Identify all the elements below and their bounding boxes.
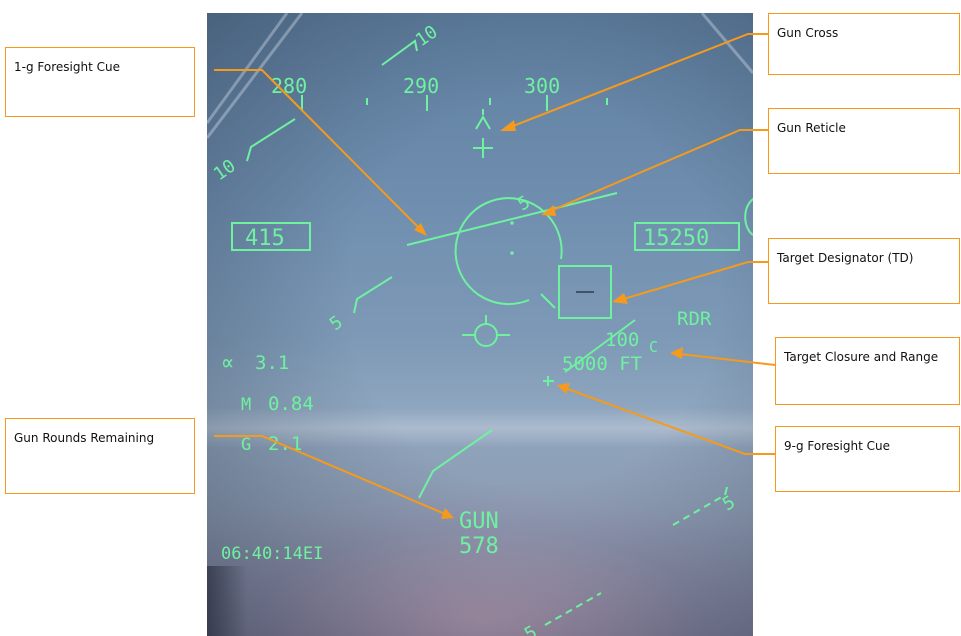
pitch-label-bottom: 5 [521,622,541,636]
alpha-symbol: ∝ [221,351,234,376]
closure-value: 100 [605,329,639,351]
weapon-label: GUN [459,509,499,534]
alpha-value: 3.1 [255,352,289,374]
altitude-indicator-arc [744,198,753,236]
hud-symbology: 280 290 300 10 10 5 5 5 [207,13,753,636]
callout-target-designator: Target Designator (TD) [768,238,960,304]
g-value: 2.1 [268,433,302,455]
g-label: G [241,435,251,455]
reticle-dot [510,221,514,225]
callout-gun-rounds: Gun Rounds Remaining [5,418,195,494]
nine-g-cue [543,376,554,386]
radar-label: RDR [677,308,712,330]
gun-cross-chevron [475,115,491,130]
heading-label-280: 280 [271,74,307,98]
altitude-value: 15250 [643,226,709,251]
pitch-bar-lower [418,429,493,499]
velocity-vector [462,315,510,347]
mach-label: M [241,395,251,415]
pitch-bar-left-5 [353,276,393,314]
rounds-value: 578 [459,534,499,559]
mach-value: 0.84 [268,393,314,415]
pitch-label-right: 5 [719,492,739,516]
funnel-line [406,192,618,246]
clock-value: 06:40:14EI [221,544,323,564]
airspeed-value: 415 [245,226,285,251]
closure-suffix: C [649,338,658,356]
callout-one-g-cue: 1-g Foresight Cue [5,47,195,117]
reticle-range-mark [540,293,556,309]
pitch-bar-left-10 [246,118,296,162]
reticle-circle [454,197,563,306]
callout-gun-reticle: Gun Reticle [768,108,960,174]
hud-view: 280 290 300 10 10 5 5 5 [207,13,753,636]
reticle-pipper [510,251,514,255]
gun-cross [473,109,493,158]
pitch-bar-right-neg5 [672,494,726,526]
closure-line [564,319,636,373]
altitude-box [634,222,740,251]
heading-tape: 280 290 300 [271,74,608,111]
pitch-bar-upper [381,39,418,66]
range-value: 5000 FT [562,353,642,375]
callout-nine-g-cue: 9-g Foresight Cue [775,426,960,492]
heading-label-300: 300 [524,74,560,98]
pitch-bar-bottom [544,592,602,626]
pitch-label-left-10: 10 [210,155,240,185]
velocity-vector-circle [474,323,498,347]
pitch-label-left-5: 5 [326,312,347,335]
target-designator-box [558,265,612,319]
gun-reticle: 5 [454,192,563,309]
heading-label-290: 290 [403,74,439,98]
cockpit-frame-corner [207,566,247,636]
pitch-bar-right-end [724,486,728,496]
callout-gun-cross: Gun Cross [768,13,960,75]
callout-closure-range: Target Closure and Range [775,337,960,405]
